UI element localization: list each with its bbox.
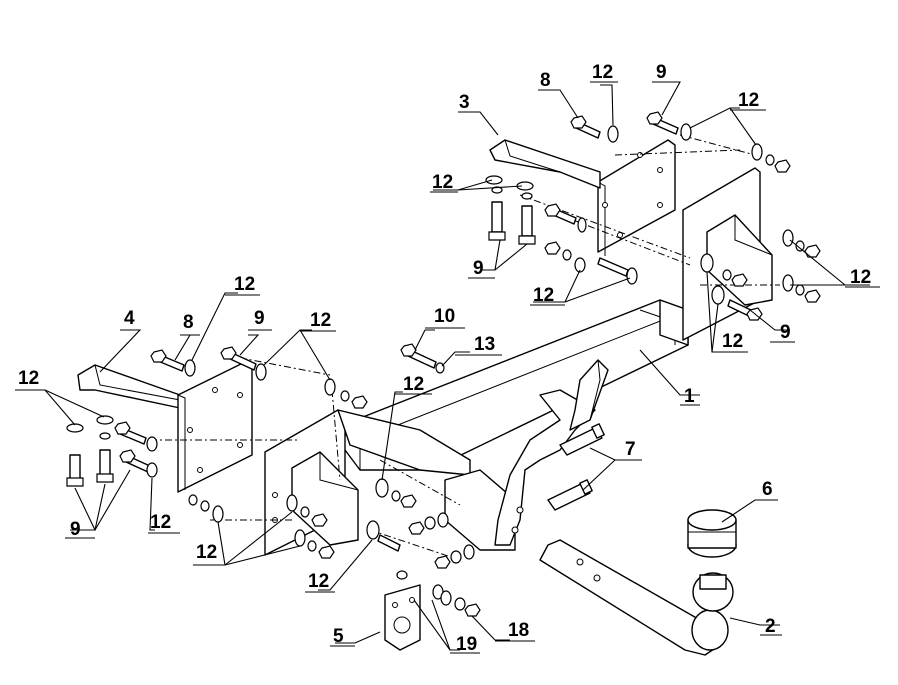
callout-12-right: 12 [850,267,871,288]
callout-labels: 1 2 3 4 5 6 7 8 8 9 9 9 9 9 10 13 12 12 [15,62,880,655]
callout-5: 5 [333,626,344,647]
callout-12-mid-left: 12 [310,310,331,331]
tow-ball-cap [687,509,737,558]
callout-12-center: 12 [403,374,424,395]
callout-12-bottom-center: 12 [308,571,329,592]
callout-9-bottom-left: 9 [70,519,81,540]
callout-18: 18 [508,620,529,641]
callout-9-upper: 9 [473,258,484,279]
electrical-socket-plate [384,584,421,651]
callout-4: 4 [124,308,135,329]
callout-12-left-bottom: 12 [150,512,171,533]
callout-12-center-upper: 12 [533,285,554,306]
callout-12-right-low: 12 [722,331,743,352]
callout-13: 13 [474,334,495,355]
callout-9-mid-left: 9 [254,308,265,329]
hitch-mounting-bracket [494,359,609,546]
callout-9-right: 9 [780,322,791,343]
callout-6: 6 [762,479,773,500]
callout-1: 1 [684,386,695,407]
tow-ball-drawbar [539,539,734,656]
callout-19: 19 [456,634,477,655]
fastener-sets [66,111,821,569]
callout-10: 10 [434,306,455,327]
callout-2: 2 [765,616,776,637]
left-mounting-bracket [264,409,359,556]
left-frame-bracket [77,361,253,493]
callout-12-upper-left: 12 [432,172,453,193]
callout-7: 7 [625,439,636,460]
callout-3: 3 [459,92,470,113]
callout-12-bottom-group: 12 [196,542,217,563]
callout-12-far-left: 12 [18,368,39,389]
callout-12-top-right: 12 [738,90,759,111]
callout-12-left-upper: 12 [234,274,255,295]
callout-8-top: 8 [540,70,551,91]
callout-9-top: 9 [656,62,667,83]
upper-right-plate [489,139,676,256]
callout-8-left: 8 [183,312,194,333]
callout-12-top: 12 [592,62,613,83]
socket-fasteners [396,570,481,617]
